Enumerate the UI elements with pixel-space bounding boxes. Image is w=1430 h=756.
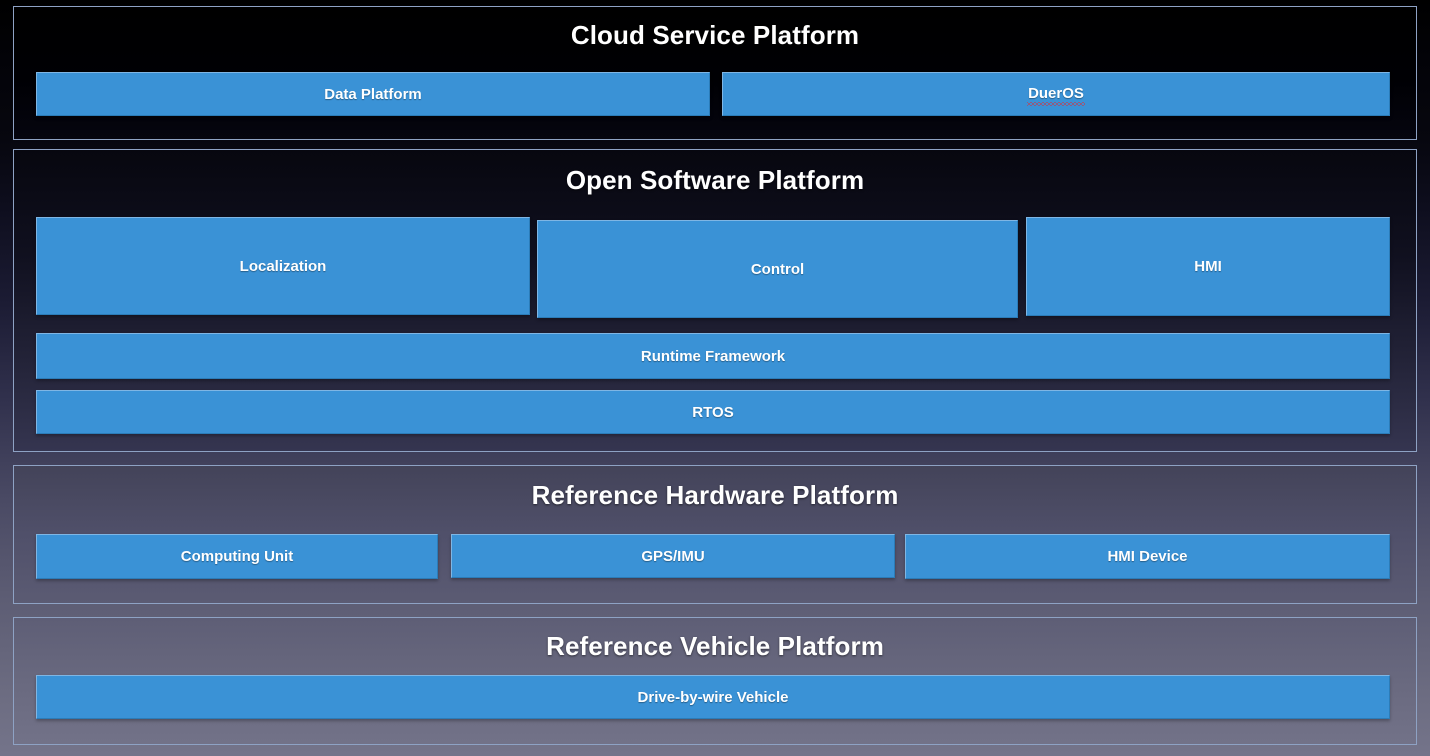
block-label-hmi: HMI [1194,258,1222,275]
block-dueros[interactable]: DuerOS [722,72,1390,116]
block-label-data-platform: Data Platform [324,85,422,103]
block-label-computing-unit: Computing Unit [180,548,294,565]
layer-title-cloud-service-platform: Cloud Service Platform [570,20,860,50]
block-label-hmi-device: HMI Device [1107,548,1188,565]
block-data-platform[interactable]: Data Platform [36,72,710,116]
block-runtime-framework[interactable]: Runtime Framework [36,333,1390,379]
block-localization[interactable]: Localization [36,217,530,315]
layer-title-reference-vehicle-platform: Reference Vehicle Platform [546,631,884,661]
block-label-dueros: DuerOS [1027,84,1085,106]
block-computing-unit[interactable]: Computing Unit [36,534,438,579]
block-label-localization: Localization [239,257,327,275]
block-label-drive-by-wire-vehicle: Drive-by-wire Vehicle [637,688,789,706]
block-hmi[interactable]: HMI [1026,217,1390,316]
block-gps-imu[interactable]: GPS/IMU [451,534,895,578]
block-control[interactable]: Control [537,220,1018,318]
block-hmi-device[interactable]: HMI Device [905,534,1390,579]
block-rtos[interactable]: RTOS [36,390,1390,434]
block-label-rtos: RTOS [692,403,734,421]
block-label-gps-imu: GPS/IMU [641,547,705,565]
layer-title-reference-hardware-platform: Reference Hardware Platform [531,480,899,510]
block-label-runtime-framework: Runtime Framework [640,347,786,365]
block-drive-by-wire-vehicle[interactable]: Drive-by-wire Vehicle [36,675,1390,719]
layer-title-open-software-platform: Open Software Platform [565,165,865,195]
block-label-control: Control [750,260,805,278]
